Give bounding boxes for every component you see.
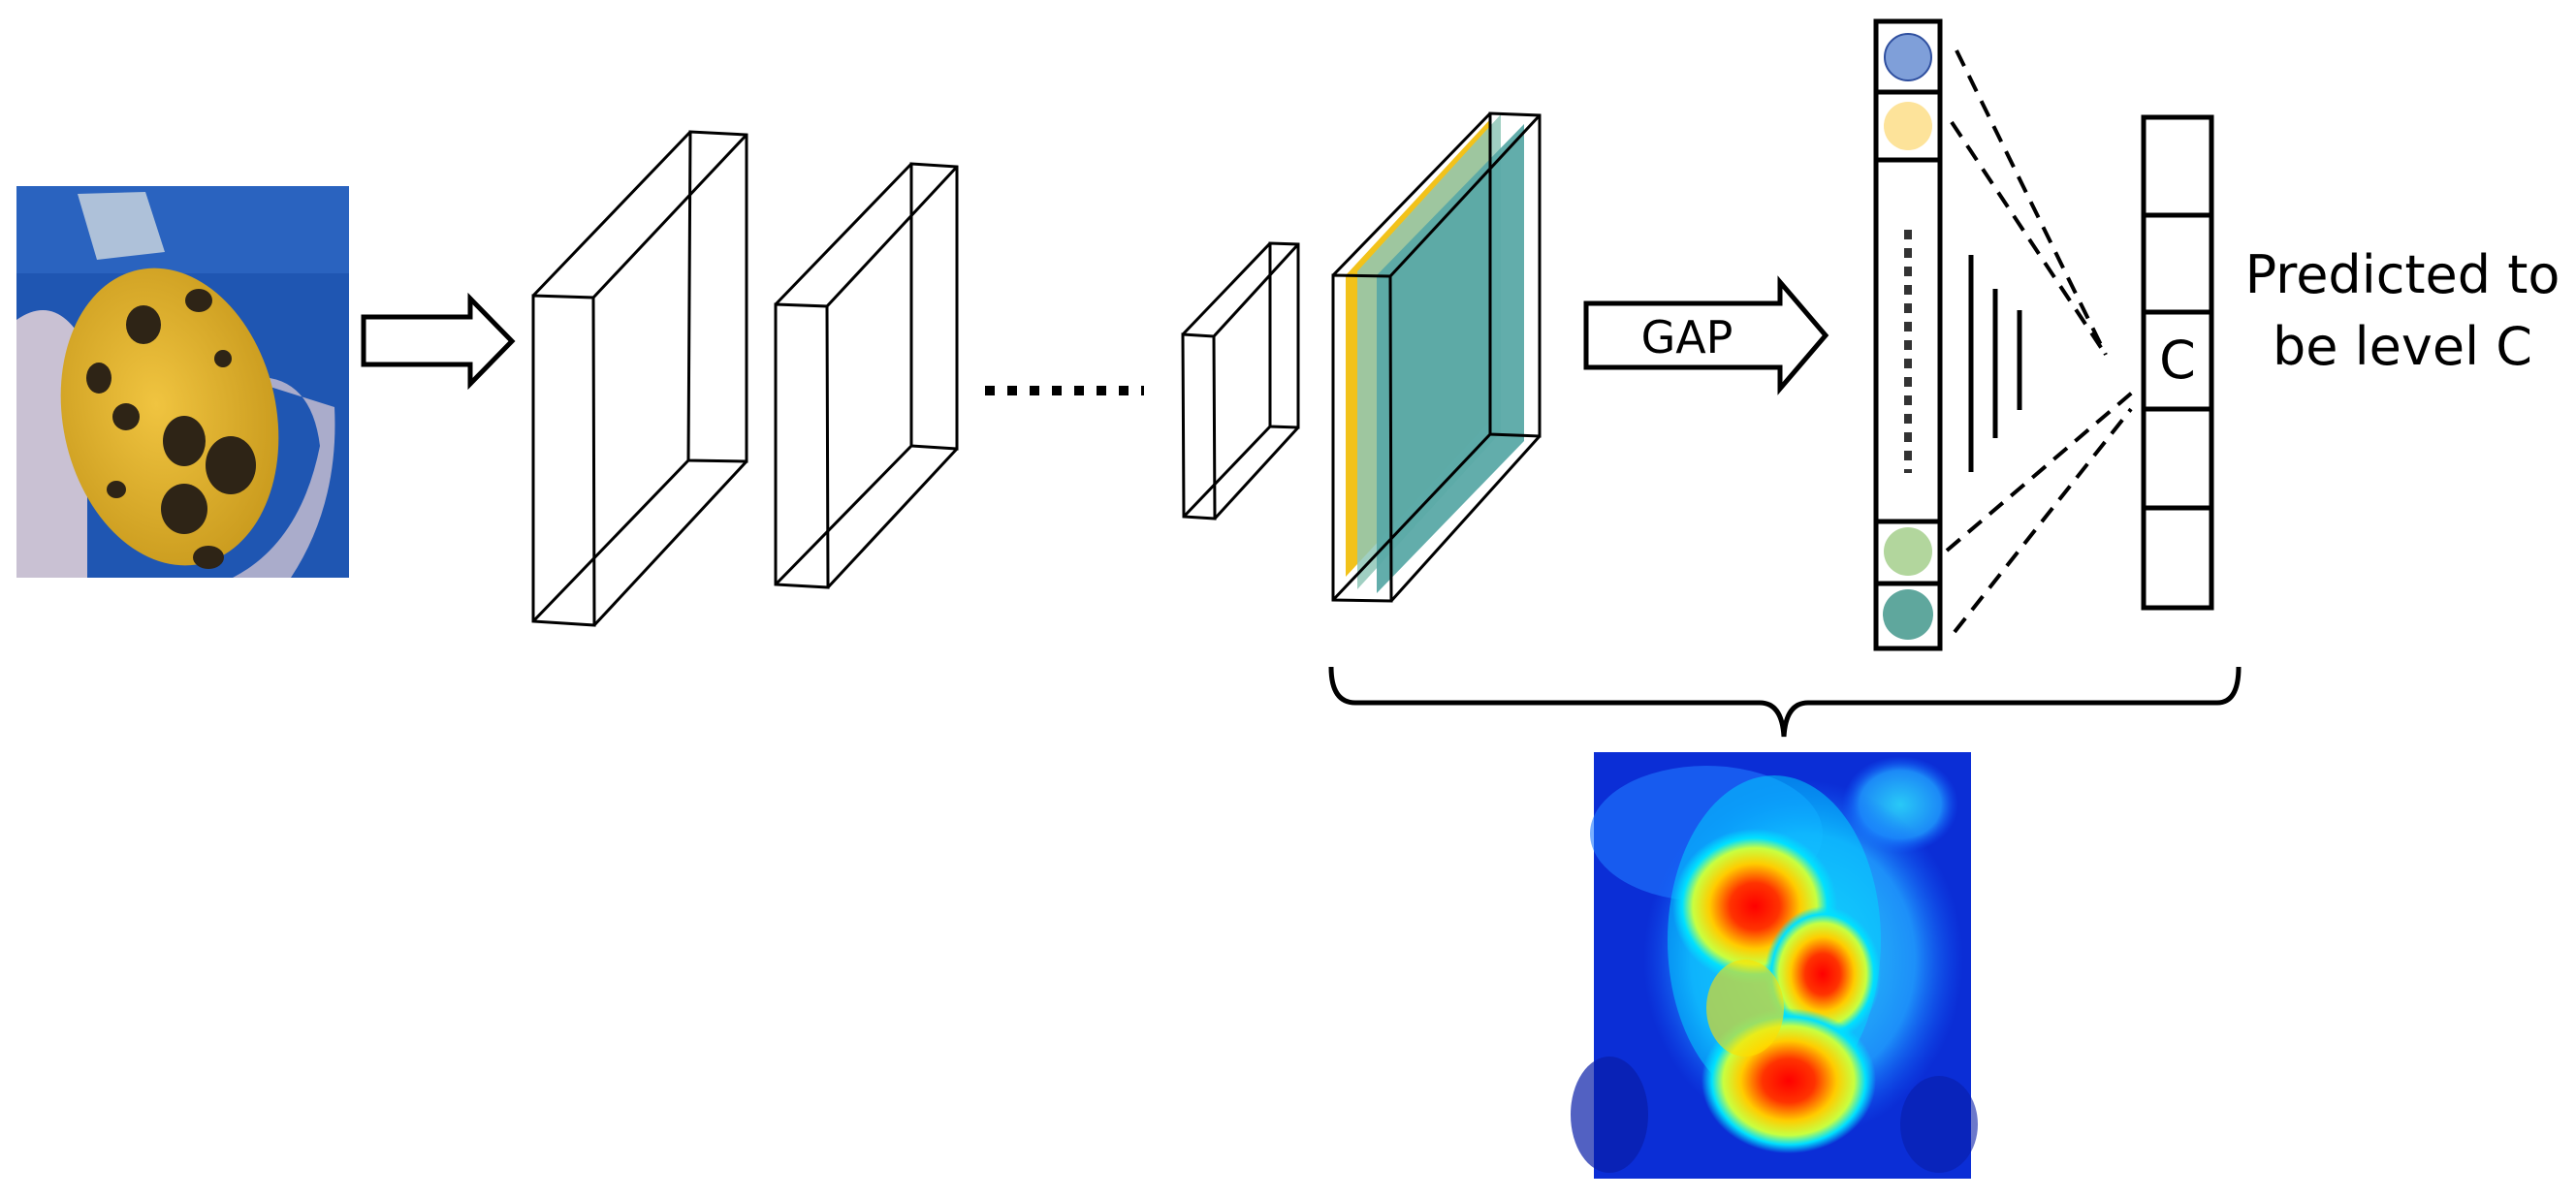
input-egg-photo [16,186,349,578]
gap-vector [1873,18,1943,651]
conv-layer-1 [531,130,748,627]
gap-arrow [1583,275,1829,395]
gap-node-teal [1883,589,1933,640]
input-arrow [361,292,516,391]
conv-layer-small [1181,241,1300,521]
gap-node-green [1884,527,1932,576]
fc-connections [1945,49,2140,634]
grouping-brace [1328,666,2242,738]
gap-node-yellow [1884,102,1932,150]
prediction-line-1: Predicted to [2245,244,2560,305]
cam-heatmap [1571,752,1978,1179]
final-feature-maps [1331,111,1542,603]
weights-symbol [1968,255,2022,472]
prediction-line-2: be level C [2273,316,2532,377]
gap-node-blue [1884,33,1932,81]
conv-layer-2 [774,162,959,589]
gap-label: GAP [1641,311,1733,363]
output-class-label: C [2159,330,2196,391]
output-vector: C [2141,114,2214,611]
